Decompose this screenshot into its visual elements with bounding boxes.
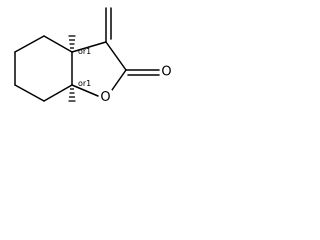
bond-c4-c5	[14, 35, 45, 53]
bond-c7-c7a	[43, 84, 73, 102]
carbonyl-oxygen-label: O	[161, 65, 171, 80]
stereo-label-c3a: or1	[78, 47, 91, 56]
bond-c3a-c3	[71, 41, 107, 53]
chemical-structure-diagram: O O or1 or1	[14, 7, 173, 105]
hashed-bond-c7a-h	[68, 88, 76, 102]
stereo-label-c7a: or1	[78, 79, 91, 88]
bond-o1-c7a	[71, 84, 99, 97]
ring-oxygen-label: O	[100, 90, 110, 105]
lactone-ring	[71, 41, 127, 97]
bond-c6-c7	[14, 84, 45, 102]
carbonyl-double-bond	[125, 69, 160, 76]
hashed-bond-c3a-h	[68, 35, 76, 49]
bond-c2-o1	[111, 69, 127, 91]
bond-c3-c2	[105, 41, 127, 71]
methylene-double-bond	[105, 7, 112, 43]
bond-c3a-c4	[43, 35, 73, 53]
cyclohexane-ring	[14, 35, 73, 102]
